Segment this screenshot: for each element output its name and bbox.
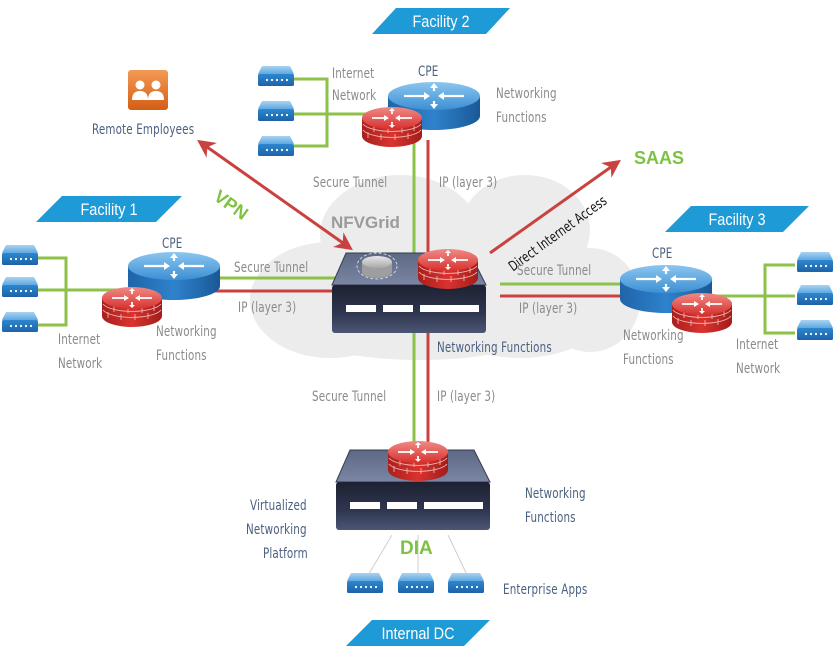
facility3-title: Facility 3 — [708, 210, 766, 229]
dc-apps-links — [366, 534, 469, 578]
facility1-internet-label: Internet — [58, 332, 101, 348]
facility1-secure-tunnel-label: Secure Tunnel — [234, 260, 309, 276]
server-icon — [2, 312, 38, 332]
facility1-links — [210, 276, 338, 293]
dc-firewall-icon — [387, 440, 449, 482]
dc-ip-label: IP (layer 3) — [437, 389, 496, 405]
server-icon — [258, 101, 294, 121]
hub-firewall-icon — [417, 248, 479, 290]
facility3-cpe-label: CPE — [652, 246, 673, 262]
dc-networking-label: Networking — [246, 522, 307, 538]
server-icon — [258, 66, 294, 86]
remote-employees-label: Remote Employees — [92, 122, 195, 138]
saas-label: SAAS — [634, 148, 685, 168]
facility1-ip-label: IP (layer 3) — [238, 300, 297, 316]
banner-shape — [372, 8, 510, 34]
server-icon — [797, 252, 833, 272]
facility1-banner: Facility 1 — [36, 196, 182, 222]
facility1-lan — [38, 256, 120, 327]
facility1-network-label: Network — [58, 356, 103, 372]
server-icon — [398, 573, 434, 593]
facility1-title: Facility 1 — [80, 200, 138, 219]
virtual-router-icon — [356, 252, 398, 280]
facility3-network-label: Network — [736, 361, 781, 377]
facility2-banner: Facility 2 — [372, 8, 510, 34]
enterprise-apps-label: Enterprise Apps — [503, 582, 588, 598]
facility3-secure-tunnel-label: Secure Tunnel — [517, 263, 592, 279]
dc-secure-tunnel-label: Secure Tunnel — [312, 389, 387, 405]
server-icon — [797, 285, 833, 305]
facility3-functions-label: Functions — [623, 352, 674, 368]
facility3-firewall-icon — [671, 292, 733, 334]
facility2-networking-label: Networking — [496, 86, 557, 102]
server-icon — [797, 320, 833, 340]
facility3-links — [500, 282, 625, 298]
vpn-arrow — [197, 139, 353, 251]
facility2-ip-label: IP (layer 3) — [439, 175, 498, 191]
dc-networking-functions-functions-label: Functions — [525, 510, 576, 526]
facility2-network-label: Network — [332, 88, 377, 104]
server-icon — [258, 136, 294, 156]
banner-shape — [665, 206, 809, 232]
facility3-ip-label: IP (layer 3) — [519, 301, 578, 317]
internal-dc-banner: Internal DC — [346, 620, 490, 646]
banner-shape — [346, 620, 490, 646]
facility1-functions-label: Functions — [156, 348, 207, 364]
nfvgrid-label: NFVGrid — [331, 213, 400, 232]
facility2-internet-label: Internet — [332, 66, 375, 82]
dia-label: DIA — [400, 538, 433, 559]
internal-dc-title: Internal DC — [381, 624, 455, 643]
facility2-cpe-label: CPE — [418, 64, 439, 80]
dc-links — [412, 330, 430, 450]
facility3-networking-label: Networking — [623, 328, 684, 344]
hub-networking-functions-label: Networking Functions — [437, 340, 552, 356]
server-icon — [2, 245, 38, 265]
facility2-firewall-icon — [361, 106, 423, 148]
facility1-cpe-label: CPE — [162, 236, 183, 252]
facility2-title: Facility 2 — [412, 12, 470, 31]
server-icon — [448, 573, 484, 593]
banner-shape — [36, 196, 182, 222]
facility1-networking-label: Networking — [156, 324, 217, 340]
dc-virtualized-label: Virtualized — [250, 498, 307, 514]
facility2-functions-label: Functions — [496, 110, 547, 126]
users-icon — [128, 70, 168, 110]
dc-platform-label: Platform — [263, 546, 308, 562]
facility3-internet-label: Internet — [736, 337, 779, 353]
server-icon — [347, 573, 383, 593]
facility2-links — [412, 140, 430, 255]
facility2-secure-tunnel-label: Secure Tunnel — [313, 175, 388, 191]
facility2-lan — [294, 77, 372, 148]
dia-arrow — [489, 159, 621, 255]
server-icon — [2, 277, 38, 297]
facility3-banner: Facility 3 — [665, 206, 809, 232]
facility1-firewall-icon — [101, 286, 163, 328]
dc-networking-functions-networking-label: Networking — [525, 486, 586, 502]
